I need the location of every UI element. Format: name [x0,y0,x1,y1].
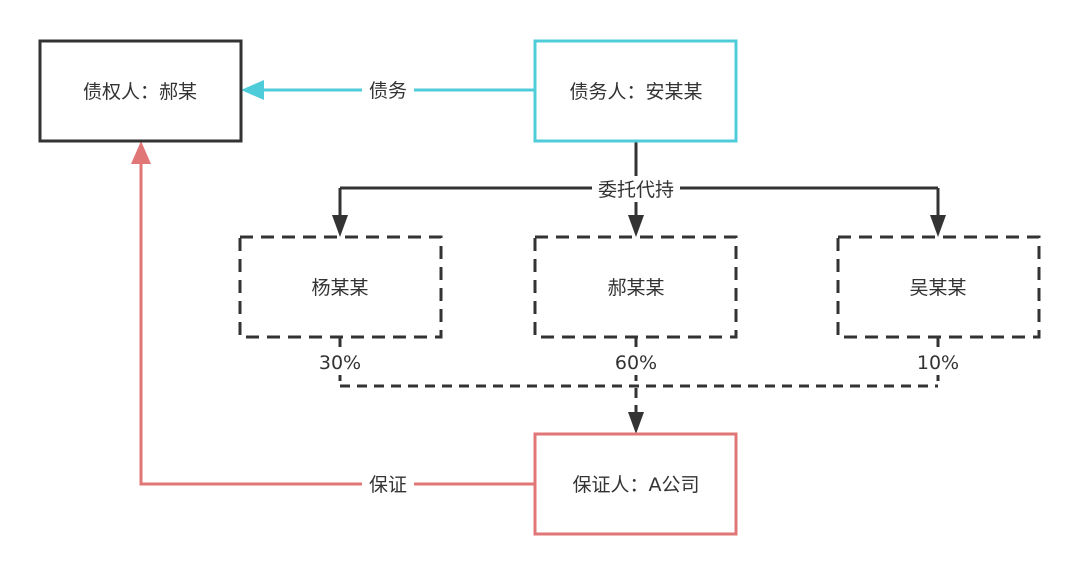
arrowhead-icon [628,412,644,434]
node-label-holder3: 吴某某 [909,277,966,299]
share-label-holder3: 10% [917,352,959,374]
node-debtor: 债务人：安某某 [533,39,738,143]
node-label-holder1: 杨某某 [311,277,368,299]
node-label-creditor: 债权人：郝某 [83,81,197,103]
node-creditor: 债权人：郝某 [38,39,243,143]
arrowhead-icon [930,215,946,237]
edge-label-guarantee: 保证 [369,474,407,496]
edge-label-debt: 债务 [369,80,407,102]
arrowhead-icon [628,215,644,237]
node-holder1: 杨某某 [238,235,443,339]
node-holder2: 郝某某 [533,235,738,339]
share-label-holder1: 30% [319,352,361,374]
edge-label-entrust: 委托代持 [598,179,674,201]
arrowhead-icon [131,141,151,164]
edge-guarantee: 保证 [131,141,535,497]
node-label-guarantor: 保证人：A公司 [573,474,700,496]
arrowhead-icon [241,80,264,100]
edge-shares: 30% 60% 10% [310,337,968,434]
edge-entrust: 委托代持 [332,141,946,237]
edge-debt: 债务 [241,77,535,103]
node-label-debtor: 债务人：安某某 [569,81,702,103]
node-holder3: 吴某某 [836,235,1041,339]
node-label-holder2: 郝某某 [607,277,664,299]
share-label-holder2: 60% [615,352,657,374]
arrowhead-icon [332,215,348,237]
node-guarantor: 保证人：A公司 [533,432,738,536]
